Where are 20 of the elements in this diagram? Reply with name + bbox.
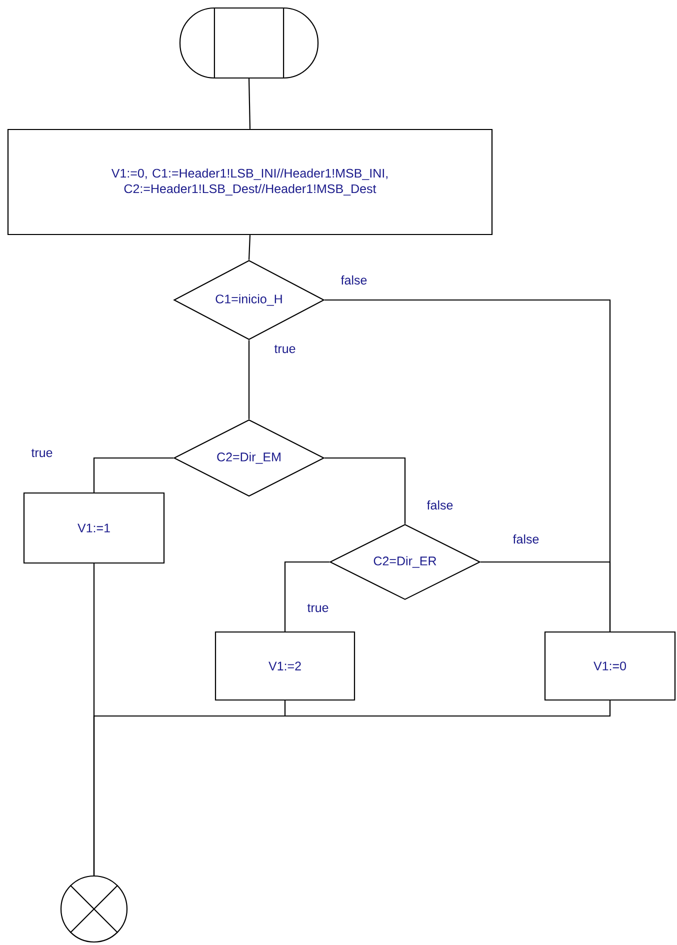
connector-line bbox=[248, 78, 251, 129]
process-box: V1:=0, C1:=Header1!LSB_INI//Header1!MSB_INI, C2:=Header1!LSB_Dest//Header1!MSB_Dest bbox=[7, 128, 493, 236]
process-box: V1:=0 bbox=[544, 631, 676, 701]
edge-label: false bbox=[340, 274, 368, 286]
edge-label: true bbox=[30, 448, 54, 458]
connector-line bbox=[284, 561, 330, 632]
edge-label: false bbox=[426, 499, 454, 511]
terminator-symbol bbox=[179, 6, 319, 80]
edge-label: true bbox=[306, 602, 330, 614]
connector-line bbox=[248, 340, 250, 420]
edge-label: false bbox=[512, 533, 540, 545]
edge-label: true bbox=[273, 344, 297, 354]
connector-line bbox=[480, 561, 611, 632]
process-box: V1:=1 bbox=[23, 492, 165, 564]
process-box: V1:=2 bbox=[214, 631, 356, 701]
connector-line bbox=[248, 235, 251, 260]
connector-line bbox=[93, 457, 174, 492]
connector-line bbox=[93, 700, 611, 876]
connector-line bbox=[324, 457, 406, 524]
end-symbol bbox=[60, 875, 128, 943]
